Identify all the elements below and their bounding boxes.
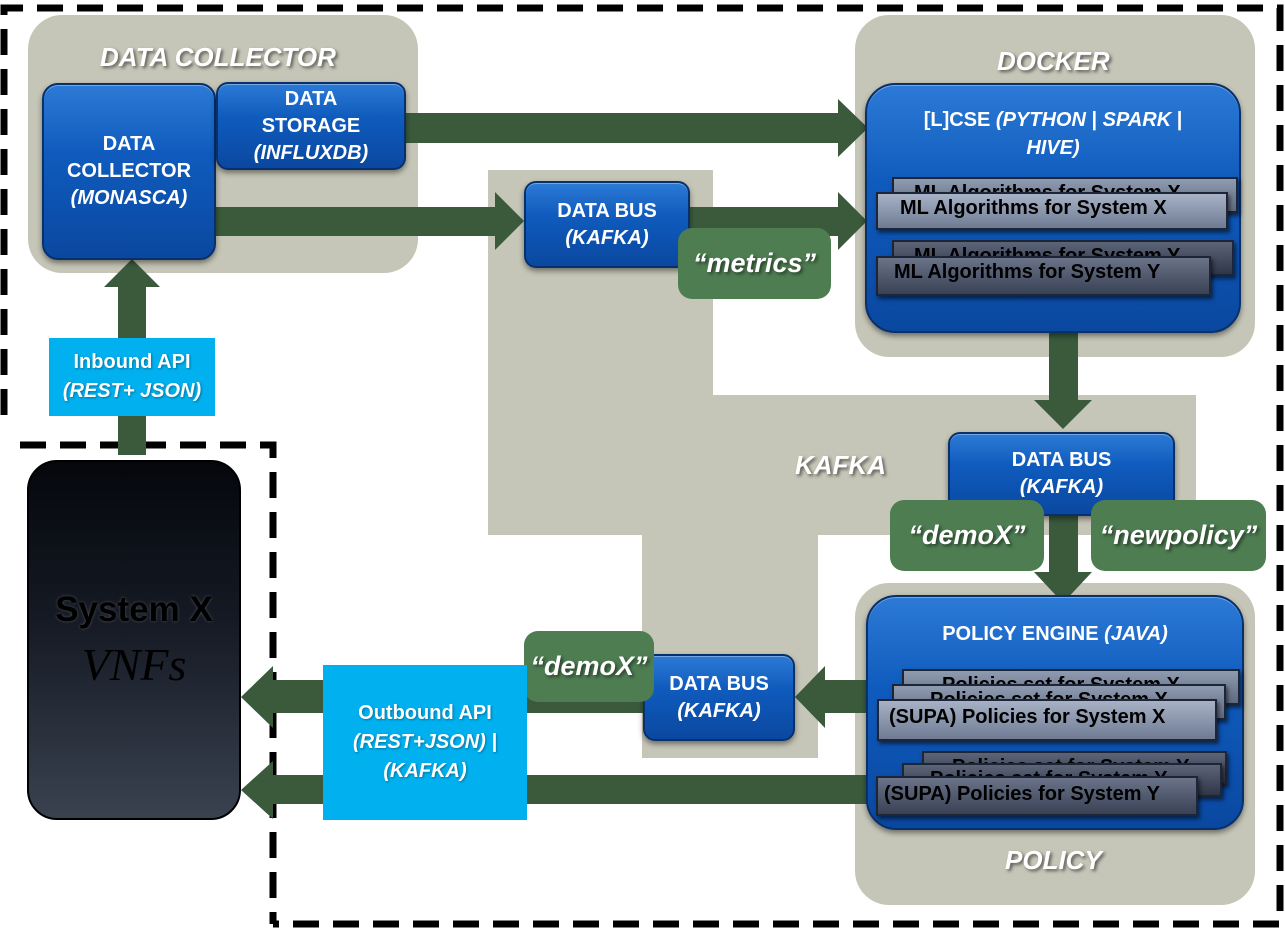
policy-engine-title: POLICY ENGINE (JAVA) bbox=[866, 620, 1244, 648]
data-bus-top-box[interactable]: DATA BUS (KAFKA) bbox=[524, 181, 690, 268]
outbound-line3: (KAFKA) bbox=[383, 760, 467, 782]
policy-card-y-front[interactable]: (SUPA) Policies for System Y bbox=[876, 776, 1198, 816]
collector-line2: COLLECTOR bbox=[66, 160, 192, 182]
topic-demox-bottom: “demoX” bbox=[524, 631, 654, 702]
topic-newpolicy: “newpolicy” bbox=[1091, 500, 1266, 571]
kafka-title: KAFKA bbox=[795, 450, 886, 480]
arrow-policy-to-bus bbox=[795, 666, 867, 728]
outbound-api-label: Outbound API (REST+JSON) | (KAFKA) bbox=[323, 665, 527, 820]
policy-card-x-front[interactable]: (SUPA) Policies for System X bbox=[877, 699, 1217, 741]
cse-spark: SPARK bbox=[1102, 109, 1172, 131]
system-x-box[interactable] bbox=[27, 460, 241, 820]
arrow-cse-to-bus bbox=[1034, 330, 1092, 429]
bus-mid-line2: (KAFKA) bbox=[1019, 476, 1104, 498]
bus-bottom-line1: DATA BUS bbox=[669, 672, 769, 695]
bus-bottom-line2: (KAFKA) bbox=[677, 699, 761, 722]
cse-sep1: | bbox=[1085, 109, 1103, 131]
ml-card-y-front[interactable]: ML Algorithms for System Y bbox=[876, 256, 1211, 296]
data-collector-title: DATA COLLECTOR bbox=[100, 42, 336, 72]
bus-top-line2: (KAFKA) bbox=[565, 226, 649, 249]
system-x-subtitle: VNFs bbox=[81, 639, 187, 690]
policy-title: POLICY bbox=[1005, 845, 1102, 875]
arrow-bus-to-policy bbox=[1034, 513, 1092, 603]
inbound-api-label: Inbound API (REST+ JSON) bbox=[49, 338, 215, 416]
cse-prefix: [L]CSE bbox=[923, 109, 996, 131]
policy-engine-java: (JAVA) bbox=[1104, 623, 1168, 645]
arrow-collector-to-bus bbox=[215, 192, 524, 250]
data-bus-bottom-box[interactable]: DATA BUS (KAFKA) bbox=[643, 654, 795, 741]
policy-engine-prefix: POLICY ENGINE bbox=[942, 623, 1105, 645]
cse-title: [L]CSE (PYTHON | SPARK | HIVE) bbox=[865, 106, 1241, 162]
bus-top-line1: DATA BUS bbox=[557, 199, 657, 222]
docker-title: DOCKER bbox=[997, 46, 1110, 76]
inbound-line1: Inbound API bbox=[73, 351, 191, 373]
cse-hive: HIVE) bbox=[1026, 137, 1080, 159]
data-collector-box[interactable]: DATA COLLECTOR (MONASCA) bbox=[42, 83, 216, 260]
arrow-storage-to-cse bbox=[405, 99, 868, 157]
data-storage-box[interactable]: DATA STORAGE (INFLUXDB) bbox=[216, 82, 406, 170]
collector-line1: DATA bbox=[102, 133, 156, 155]
system-x-title: System X bbox=[55, 590, 213, 629]
storage-line3: (INFLUXDB) bbox=[253, 141, 369, 164]
cse-sep2: | bbox=[1171, 109, 1183, 131]
cse-python: (PYTHON bbox=[995, 109, 1086, 131]
ml-card-x-front[interactable]: ML Algorithms for System X bbox=[876, 192, 1228, 230]
outbound-line1: Outbound API bbox=[358, 702, 492, 724]
outbound-line2: (REST+JSON) | bbox=[353, 731, 497, 753]
collector-line3: (MONASCA) bbox=[70, 187, 188, 209]
outer-dashed-frame bbox=[0, 4, 1284, 928]
bus-mid-line1: DATA BUS bbox=[1011, 449, 1112, 471]
inbound-line2: (REST+ JSON) bbox=[62, 380, 202, 402]
storage-line1: DATA bbox=[284, 87, 338, 110]
topic-metrics: “metrics” bbox=[678, 228, 831, 299]
topic-demox-mid: “demoX” bbox=[890, 500, 1044, 571]
storage-line2: STORAGE bbox=[261, 114, 361, 137]
